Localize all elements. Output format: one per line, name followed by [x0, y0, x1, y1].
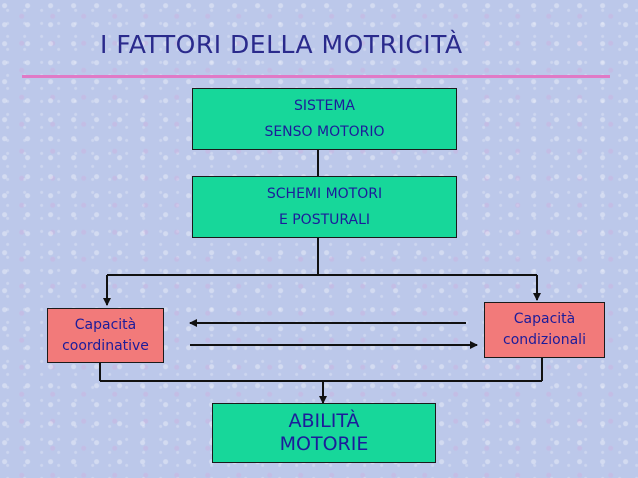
box-schemi-motori-posturali: SCHEMI MOTORI E POSTURALI: [192, 176, 457, 238]
box-abilita-motorie: ABILITÀ MOTORIE: [212, 403, 436, 463]
box-coordinative-line-1: Capacità: [74, 316, 137, 333]
box-capacita-condizionali: Capacità condizionali: [484, 302, 605, 358]
box-condizionali-line-2: condizionali: [503, 332, 586, 348]
box-coordinative-line-2: coordinative: [62, 337, 149, 354]
box-schemi-line-1: SCHEMI MOTORI: [266, 185, 383, 202]
box-abilita-line-1: ABILITÀ: [288, 410, 360, 432]
box-abilita-line-2: MOTORIE: [279, 433, 369, 455]
box-schemi-line-2: E POSTURALI: [278, 211, 371, 228]
box-condizionali-line-1: Capacità: [513, 311, 576, 327]
slide-title: I FATTORI DELLA MOTRICITÀ: [100, 30, 463, 59]
box-sistema-line-1: SISTEMA: [294, 97, 355, 114]
box-capacita-coordinative: Capacità coordinative: [47, 308, 164, 363]
box-sistema-line-2: SENSO MOTORIO: [264, 123, 385, 140]
box-sistema-senso-motorio: SISTEMA SENSO MOTORIO: [192, 88, 457, 150]
title-underline: [22, 75, 610, 78]
